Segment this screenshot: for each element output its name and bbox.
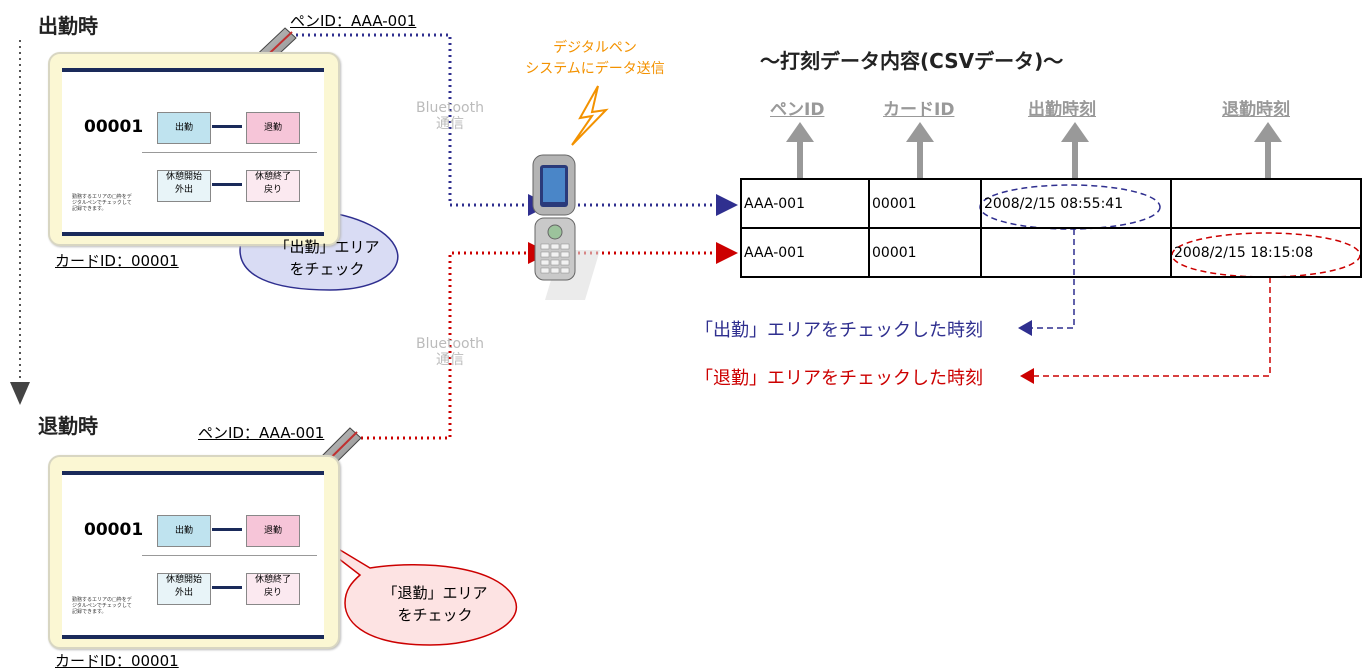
- arrow-connector: [212, 586, 242, 589]
- in-callout-line1: 「出勤」エリア: [274, 238, 380, 256]
- commute-in-heading: 出勤時: [38, 14, 98, 38]
- break-end-box: 休憩終了 戻り: [246, 573, 300, 605]
- arrow-connector: [212, 125, 242, 128]
- card-id-label-in: カードID：00001: [55, 252, 179, 270]
- pen-id-label-out: ペンID：AAA-001: [198, 424, 325, 442]
- phone-caption: デジタルペン システムにデータ送信: [495, 38, 695, 80]
- break-end-box: 休憩終了 戻り: [246, 170, 300, 202]
- out-arrow-head-2: [716, 242, 738, 264]
- bluetooth-word: Bluetooth: [416, 100, 484, 116]
- card-divider: [142, 555, 317, 556]
- phone-caption-line1: デジタルペン: [553, 40, 637, 56]
- phone-icon: [532, 154, 600, 300]
- card-sheet: 00001 出勤 退勤 休憩開始 外出 休憩終了 戻り 勤務するエリアの□枠をデ…: [62, 68, 324, 236]
- bluetooth-label-in: Bluetooth 通信: [395, 100, 505, 132]
- col-header-card-id: カードID: [883, 100, 955, 120]
- cell-card-id: 00001: [868, 227, 982, 278]
- card-number: 00001: [84, 117, 144, 137]
- break-start-box: 休憩開始 外出: [157, 170, 211, 202]
- in-area-box: 出勤: [157, 515, 211, 547]
- col-header-out-time: 退勤時刻: [1222, 100, 1290, 120]
- cell-out-time: 2008/2/15 18:15:08: [1170, 227, 1362, 278]
- cell-card-id: 00001: [868, 178, 982, 229]
- out-area-box: 退勤: [246, 112, 300, 144]
- card-id-label-out: カードID：00001: [55, 652, 179, 670]
- in-callout-text: 「出勤」エリア をチェック: [262, 236, 392, 280]
- out-callout-line1: 「退勤」エリア: [382, 584, 488, 602]
- in-time-legend: 「出勤」エリアをチェックした時刻: [695, 320, 983, 341]
- col-header-in-time: 出勤時刻: [1028, 100, 1096, 120]
- table-row: AAA-001 00001 2008/2/15 18:15:08: [740, 227, 1362, 278]
- out-leader-line: [1032, 277, 1271, 377]
- attendance-card-in: 00001 出勤 退勤 休憩開始 外出 休憩終了 戻り 勤務するエリアの□枠をデ…: [48, 52, 340, 246]
- csv-data-table: AAA-001 00001 2008/2/15 08:55:41 AAA-001…: [740, 178, 1362, 278]
- col-header-pen-id: ペンID: [770, 100, 825, 120]
- card-divider: [142, 152, 317, 153]
- bluetooth-word: Bluetooth: [416, 336, 484, 352]
- in-area-box: 出勤: [157, 112, 211, 144]
- header-arrows: [786, 122, 1282, 178]
- in-transfer-line: [290, 33, 530, 207]
- pen-id-label-in: ペンID：AAA-001: [290, 12, 417, 30]
- table-title: ～打刻データ内容(CSVデータ)～: [760, 49, 1064, 73]
- out-callout-text: 「退勤」エリア をチェック: [365, 582, 505, 626]
- bluetooth-label-out: Bluetooth 通信: [395, 336, 505, 368]
- attendance-card-out: 00001 出勤 退勤 休憩開始 外出 休憩終了 戻り 勤務するエリアの□枠をデ…: [48, 455, 340, 649]
- out-callout-bubble: [281, 514, 518, 646]
- card-sheet: 00001 出勤 退勤 休憩開始 外出 休憩終了 戻り 勤務するエリアの□枠をデ…: [62, 471, 324, 639]
- card-fine-print: 勤務するエリアの□枠をデジタルペンでチェックして記録できます。: [72, 194, 132, 212]
- table-row: AAA-001 00001 2008/2/15 08:55:41: [740, 178, 1362, 229]
- in-callout-line2: をチェック: [289, 260, 365, 278]
- out-transfer-line: [355, 251, 530, 440]
- cell-pen-id: AAA-001: [740, 227, 870, 278]
- cell-in-time: 2008/2/15 08:55:41: [980, 178, 1172, 229]
- lightning-icon: [571, 85, 609, 146]
- card-number: 00001: [84, 520, 144, 540]
- arrow-connector: [212, 528, 242, 531]
- cell-out-time: [1170, 178, 1362, 229]
- commute-out-heading: 退勤時: [38, 414, 98, 438]
- arrow-connector: [212, 183, 242, 186]
- out-callout-line2: をチェック: [397, 606, 473, 624]
- in-arrow-head-2: [716, 194, 738, 216]
- bluetooth-comm-word: 通信: [436, 352, 464, 368]
- out-area-box: 退勤: [246, 515, 300, 547]
- timeline-arrow-head: [10, 382, 30, 405]
- cell-pen-id: AAA-001: [740, 178, 870, 229]
- break-start-box: 休憩開始 外出: [157, 573, 211, 605]
- bluetooth-comm-word: 通信: [436, 116, 464, 132]
- cell-in-time: [980, 227, 1172, 278]
- card-fine-print: 勤務するエリアの□枠をデジタルペンでチェックして記録できます。: [72, 597, 132, 615]
- out-time-legend: 「退勤」エリアをチェックした時刻: [695, 368, 983, 389]
- phone-caption-line2: システムにデータ送信: [525, 61, 665, 77]
